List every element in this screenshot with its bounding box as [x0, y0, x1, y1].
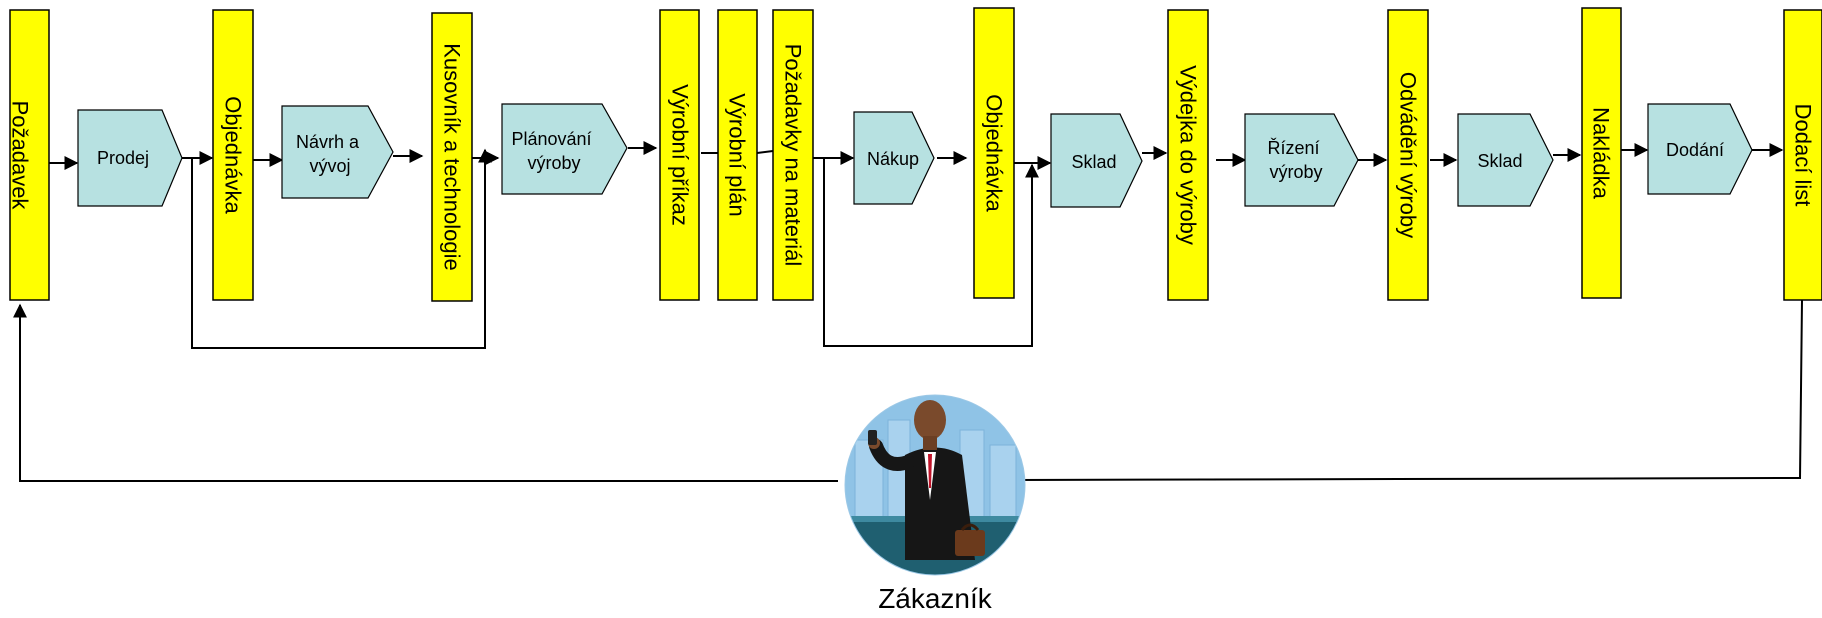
arrow-dodaci-list-zakaznik: [1010, 299, 1803, 487]
document-label: Výrobní příkaz: [668, 84, 693, 226]
process-label: Sklad: [1071, 152, 1116, 172]
document-kusovnik: Kusovník a technologie: [431, 12, 473, 302]
document-label: Nakládka: [1589, 107, 1614, 199]
document-label: Kusovník a technologie: [440, 43, 465, 271]
svg-text:Dodání: Dodání: [1666, 140, 1724, 160]
document-vydejka: Výdejka do výroby: [1167, 9, 1209, 301]
process-dodani: Dodání: [1647, 103, 1753, 195]
arrow-zakaznik-pozadavek: [13, 303, 838, 482]
document-label: Odvádění výroby: [1396, 72, 1421, 238]
connectors: [13, 141, 1803, 487]
process-label-line1: Řízení: [1267, 138, 1319, 158]
process-sklad-2: Sklad: [1457, 113, 1554, 207]
document-label: Požadavek: [8, 101, 33, 211]
document-label: Výdejka do výroby: [1176, 65, 1201, 245]
document-vyrobni-prikaz: Výrobní příkaz: [659, 9, 700, 301]
document-label: Objednávka: [221, 96, 246, 214]
document-objednavka-2: Objednávka: [973, 7, 1015, 299]
process-label-line1: Návrh a: [296, 132, 360, 152]
process-label: Nákup: [867, 149, 919, 169]
process-planovani-vyroby: Plánování výroby: [501, 103, 628, 195]
process-label: Sklad: [1477, 151, 1522, 171]
process-label-line2: výroby: [527, 153, 580, 173]
process-label-line2: vývoj: [309, 156, 350, 176]
svg-text:Sklad: Sklad: [1071, 152, 1116, 172]
customer-label: Zákazník: [878, 583, 993, 614]
document-odvadeni: Odvádění výroby: [1387, 9, 1429, 301]
process-label: Prodej: [97, 148, 149, 168]
process-label-line2: výroby: [1269, 162, 1322, 182]
document-label: Dodací list: [1791, 104, 1816, 207]
svg-text:Prodej: Prodej: [97, 148, 149, 168]
bypass-arrow-prodej-planovani: [191, 148, 492, 349]
process-rizeni-vyroby: Řízení výroby: [1244, 113, 1359, 207]
document-label: Objednávka: [982, 94, 1007, 212]
process-label: Dodání: [1666, 140, 1724, 160]
document-pozadavky-material: Požadavky na materiál: [772, 9, 814, 301]
bypass-arrow-pozadavky-sklad: [823, 158, 1039, 347]
process-navrh-vyvoj: Návrh a vývoj: [281, 105, 394, 199]
svg-text:Sklad: Sklad: [1477, 151, 1522, 171]
process-nakup: Nákup: [853, 111, 935, 205]
document-label: Výrobní plán: [725, 93, 750, 217]
process-prodej: Prodej: [77, 109, 183, 207]
document-nakladka: Nakládka: [1581, 7, 1622, 299]
document-label: Požadavky na materiál: [781, 44, 806, 267]
svg-text:Návrh a vývoj: Návrh a vývoj: [296, 132, 364, 176]
document-vyrobni-plan: Výrobní plán: [717, 9, 758, 301]
document-pozadavek: Požadavek: [8, 9, 50, 301]
process-sklad-1: Sklad: [1050, 113, 1143, 208]
line-plan-pozadavky: [756, 150, 774, 154]
svg-text:Řízení výroby: Řízení výroby: [1267, 138, 1324, 182]
svg-text:Nákup: Nákup: [867, 149, 919, 169]
document-dodaci-list: Dodací list: [1783, 9, 1822, 301]
document-objednavka-1: Objednávka: [212, 9, 254, 301]
businessman-icon: [844, 394, 1026, 576]
svg-text:Plánování výroby: Plánování výroby: [511, 129, 596, 173]
process-label-line1: Plánování: [511, 129, 591, 149]
